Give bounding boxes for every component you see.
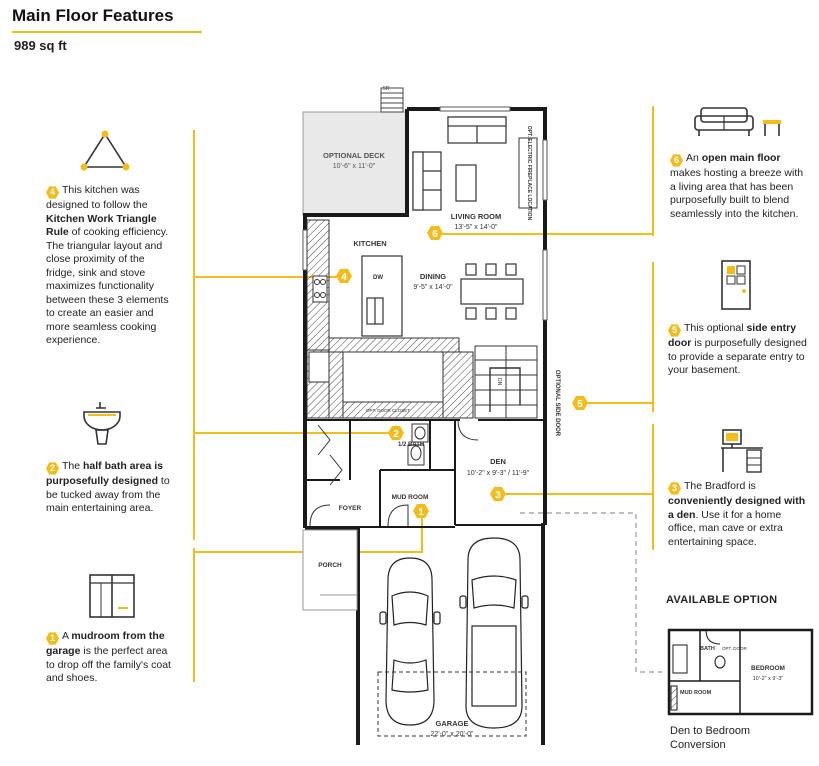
option-connector <box>520 512 662 673</box>
svg-text:4: 4 <box>341 272 347 283</box>
number-badge: 3 <box>668 482 681 495</box>
page-title: Main Floor Features <box>12 6 174 25</box>
stove <box>312 275 328 303</box>
svg-text:2: 2 <box>393 429 399 440</box>
leader-bracket-4 <box>193 130 195 430</box>
number-badge: 6 <box>670 154 683 167</box>
stairs <box>474 345 538 419</box>
option-caption: Den to Bedroom Conversion <box>670 725 751 751</box>
leader-line-4 <box>193 276 339 278</box>
den-label: DEN <box>490 457 506 466</box>
leader-bracket-6 <box>652 106 654 236</box>
deck-dimensions: 10'-6" x 11'-0" <box>333 163 376 170</box>
stair-dn-label: DN <box>496 378 502 386</box>
dining-table <box>460 263 524 320</box>
windows <box>302 106 548 321</box>
square-footage: 989 sq ft <box>14 38 67 53</box>
car-right <box>459 537 529 729</box>
optional-side-door-label: OPTIONAL SIDE DOOR <box>554 370 560 437</box>
marker-5 <box>572 396 588 410</box>
foyer-label: FOYER <box>339 505 362 512</box>
car-left <box>379 557 441 726</box>
svg-text:5: 5 <box>577 399 583 410</box>
living-room-dimensions: 13'-5" x 14'-0" <box>454 224 498 231</box>
title-underline <box>12 31 202 33</box>
mud-room-label: MUD ROOM <box>392 494 429 501</box>
leader-connector-1 <box>421 517 423 553</box>
svg-text:6: 6 <box>432 229 438 240</box>
half-bath-label: 1/2 BATH <box>398 442 424 448</box>
deck-step-label: 5R <box>383 86 390 92</box>
leader-line-3 <box>498 493 653 495</box>
kitchen-label: KITCHEN <box>353 239 386 248</box>
marker-6 <box>427 226 443 240</box>
fireplace-label: OPT. ELECTRIC FIREPLACE LOCATION <box>526 126 532 221</box>
dining-label: DINING <box>420 272 446 281</box>
marker-3 <box>490 487 506 501</box>
living-room-sofa <box>412 116 507 211</box>
option-bedroom-dimensions: 10'-2" x 9'-3" <box>753 676 784 682</box>
garage-door-outline <box>377 671 527 737</box>
wardrobe-icon <box>89 574 135 618</box>
kitchen-counters <box>306 219 474 419</box>
triangle-icon <box>80 130 130 171</box>
half-bath-fixtures <box>407 423 429 466</box>
option-bedroom-label: BEDROOM <box>751 665 785 672</box>
marker-2 <box>388 426 404 440</box>
marker-4 <box>336 269 352 283</box>
living-room-label: LIVING ROOM <box>451 212 501 221</box>
option-opt-door-label: OPT. DOOR <box>722 646 748 651</box>
fireplace <box>518 137 538 209</box>
dishwasher-label: DW <box>373 275 383 281</box>
number-badge: 5 <box>668 324 681 337</box>
kitchen-island <box>361 255 403 337</box>
number-badge: 1 <box>46 632 59 645</box>
dining-dimensions: 9'-5" x 14'-0" <box>413 284 453 291</box>
opt-door-closet-label: OPT. DOOR CLOSET <box>366 408 410 413</box>
desk-icon <box>721 429 763 473</box>
door-swings <box>309 419 479 527</box>
number-badge: 2 <box>46 462 59 475</box>
coffee-table <box>455 164 477 202</box>
sink-icon <box>83 402 121 445</box>
svg-text:3: 3 <box>495 490 501 501</box>
option-bath-label: BATH <box>700 646 715 652</box>
leader-bracket-3 <box>652 424 654 550</box>
option-mud-room-label: MUD ROOM <box>680 690 712 696</box>
door-icon <box>721 260 751 310</box>
leader-bracket-5 <box>652 262 654 412</box>
number-badge: 4 <box>46 186 59 199</box>
available-option-title: AVAILABLE OPTION <box>666 594 778 606</box>
leader-bracket-1 <box>193 548 195 682</box>
leader-line-5 <box>580 402 653 404</box>
option-mini-plan <box>667 628 814 716</box>
garage-label: GARAGE <box>436 719 469 728</box>
garage-dimensions: 22'-0" x 20'-0" <box>430 731 474 738</box>
den-dimensions: 10'-2" x 9'-3" / 11'-9" <box>467 470 530 477</box>
leader-bracket-2 <box>193 400 195 540</box>
deck-stairs <box>380 87 404 113</box>
sofa-icon <box>694 107 781 136</box>
fridge <box>308 351 330 383</box>
leader-line-2 <box>193 432 389 434</box>
svg-text:1: 1 <box>418 507 424 518</box>
plan-markers: 6 4 2 1 5 3 <box>336 226 588 518</box>
porch-label: PORCH <box>318 562 342 569</box>
porch-area <box>302 529 358 611</box>
deck-label: OPTIONAL DECK <box>323 151 386 160</box>
marker-1 <box>413 504 429 518</box>
